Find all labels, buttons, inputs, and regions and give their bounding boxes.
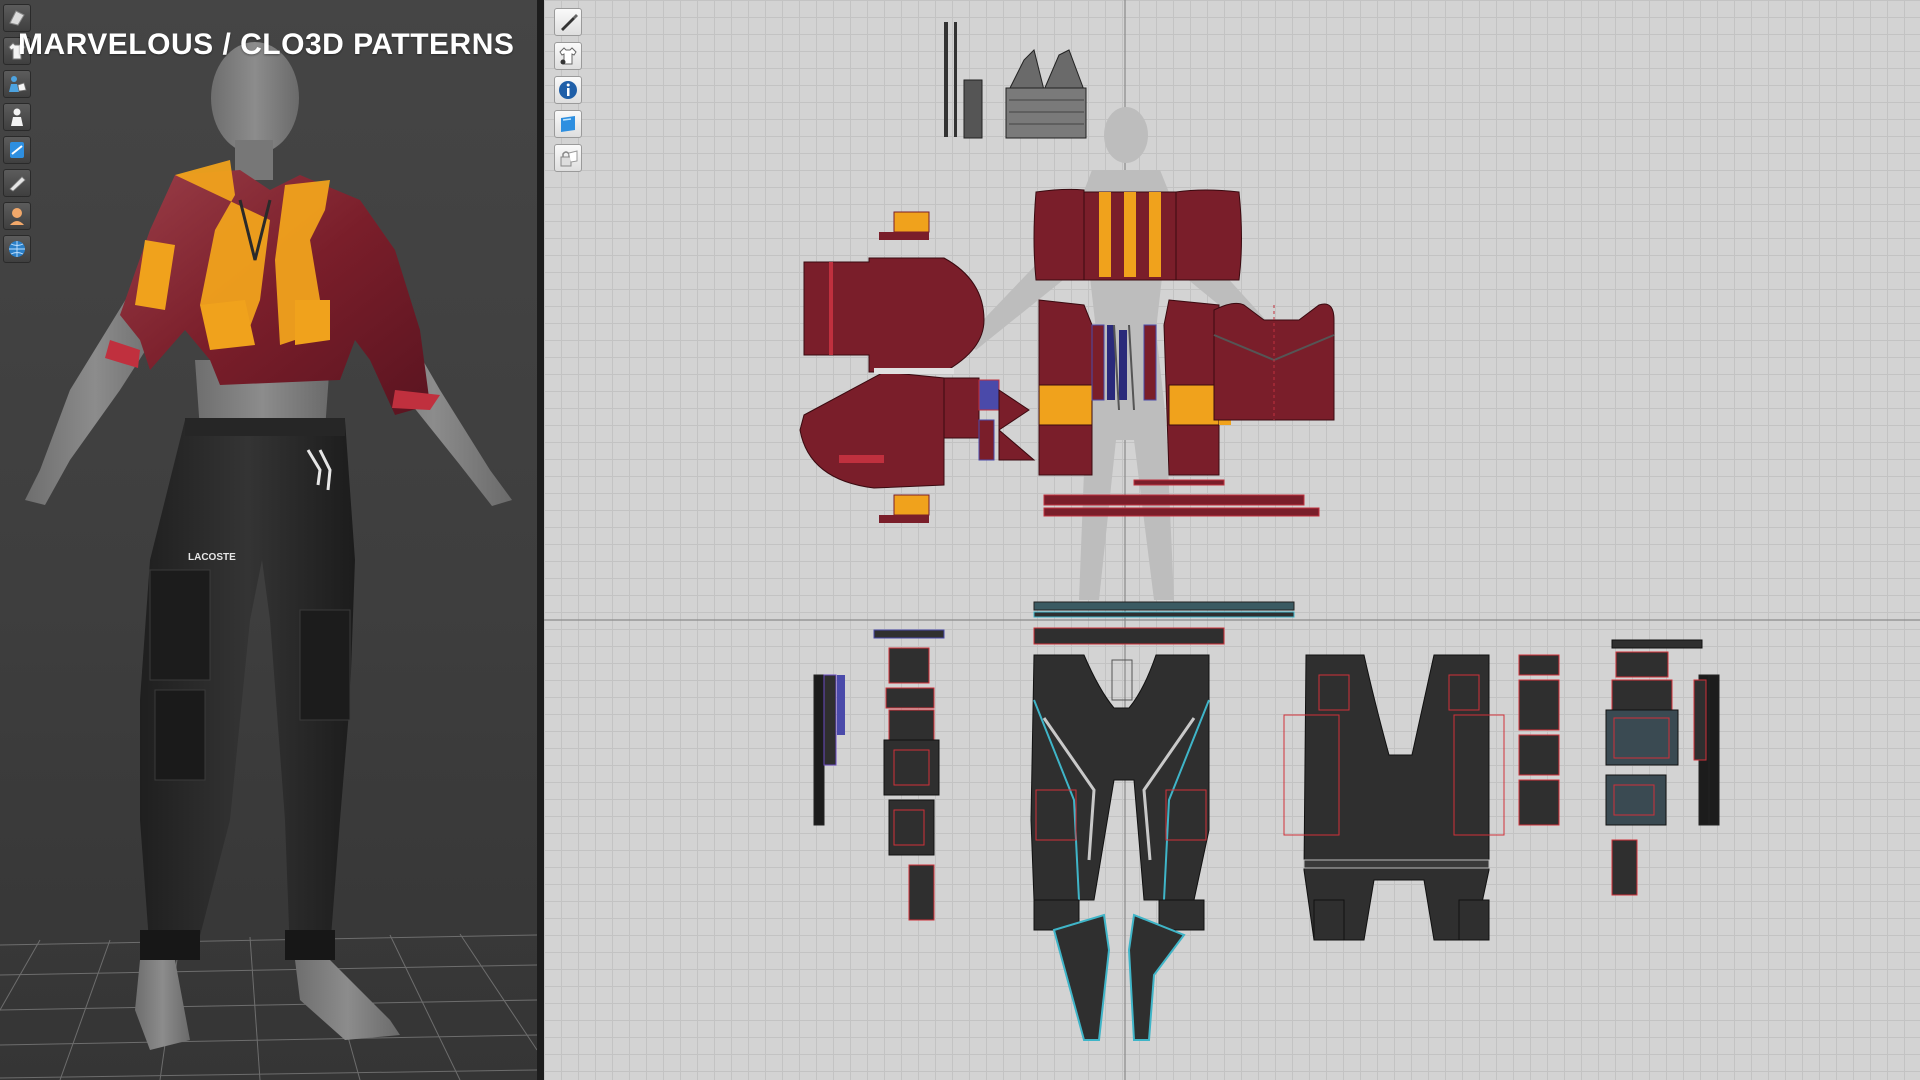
simulate-icon[interactable] (3, 4, 31, 32)
fabric-icon[interactable] (3, 169, 31, 197)
avatar-garment-icon[interactable] (3, 70, 31, 98)
garment-visibility-icon[interactable] (554, 42, 582, 70)
skin-icon[interactable] (3, 202, 31, 230)
viewport-3d[interactable]: MARVELOUS / CLO3D PATTERNS (0, 0, 537, 1080)
texture-2d-icon[interactable] (554, 110, 582, 138)
lock-icon[interactable] (554, 144, 582, 172)
avatar-scene[interactable]: LACOSTE (0, 0, 537, 1080)
page-title: MARVELOUS / CLO3D PATTERNS (18, 28, 515, 61)
avatar-jacket (105, 160, 440, 415)
environment-icon[interactable] (3, 235, 31, 263)
pen-icon[interactable] (554, 8, 582, 36)
garment-icon[interactable] (3, 37, 31, 65)
toolbar-3d (3, 4, 33, 268)
pattern-canvas[interactable] (544, 0, 1920, 1080)
floor-grid (0, 933, 537, 1080)
toolbar-2d (554, 8, 584, 178)
info-icon[interactable] (554, 76, 582, 104)
texture-icon[interactable] (3, 136, 31, 164)
jacket-patterns (799, 22, 1335, 523)
split-divider[interactable] (537, 0, 544, 1080)
brand-label: LACOSTE (188, 552, 236, 563)
avatar-pants (140, 418, 355, 960)
avatar-icon[interactable] (3, 103, 31, 131)
pants-patterns (813, 601, 1720, 1041)
viewport-2d[interactable] (544, 0, 1920, 1080)
